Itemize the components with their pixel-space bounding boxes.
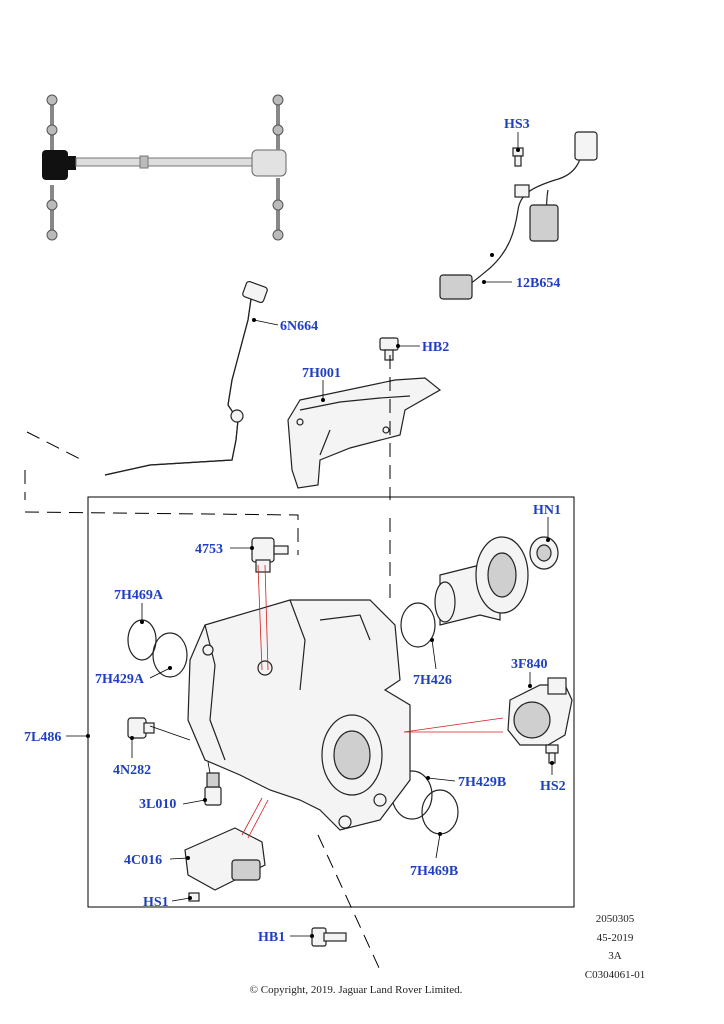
callout-hs2: HS2 bbox=[540, 779, 566, 794]
callout-7h469b: 7H469B bbox=[410, 864, 458, 879]
callout-3l010: 3L010 bbox=[139, 797, 176, 812]
callout-hn1: HN1 bbox=[533, 503, 561, 518]
callout-hs3: HS3 bbox=[504, 117, 530, 132]
callout-4c016: 4C016 bbox=[124, 853, 162, 868]
callout-7h001: 7H001 bbox=[302, 366, 341, 381]
callout-7l486: 7L486 bbox=[24, 730, 61, 745]
guide-line-left-bottom bbox=[24, 511, 299, 555]
meta-code-3: 3A bbox=[608, 950, 622, 962]
callout-hb2: HB2 bbox=[422, 340, 449, 355]
leader-7h426 bbox=[431, 639, 437, 670]
leader-7h429b bbox=[427, 777, 456, 782]
bolt-hb2 bbox=[379, 337, 399, 361]
plug-3l010 bbox=[204, 772, 222, 806]
callout-3f840: 3F840 bbox=[511, 657, 548, 672]
ref-line-4753-a bbox=[257, 564, 263, 671]
plug-4n282 bbox=[127, 717, 155, 739]
module-4c016 bbox=[184, 827, 266, 891]
guide-line-left-top bbox=[26, 431, 83, 461]
bolt-hb1 bbox=[311, 927, 347, 947]
callout-4n282: 4N282 bbox=[113, 763, 151, 778]
leader-3l010-up bbox=[207, 761, 211, 774]
callout-6n664: 6N664 bbox=[280, 319, 318, 334]
screw-hs2 bbox=[545, 744, 559, 764]
leader-7h429a bbox=[149, 667, 171, 679]
meta-code-1: 2050305 bbox=[596, 913, 635, 925]
ref-line-4c016-b bbox=[247, 799, 269, 839]
nut-hn1 bbox=[529, 536, 559, 570]
breather-tube bbox=[104, 280, 268, 476]
ref-line-4c016-a bbox=[241, 797, 263, 836]
callout-7h426: 7H426 bbox=[413, 673, 452, 688]
callout-4753: 4753 bbox=[195, 542, 223, 557]
ref-line-3f840-a bbox=[403, 717, 504, 733]
leader-dots bbox=[86, 148, 554, 938]
wiring-harness bbox=[439, 131, 598, 300]
callout-hb1: HB1 bbox=[258, 930, 285, 945]
leader-3l010 bbox=[182, 799, 206, 805]
assembly-frame bbox=[87, 496, 575, 908]
leader-hs1 bbox=[171, 897, 191, 902]
callout-7h429b: 7H429B bbox=[458, 775, 506, 790]
output-flange bbox=[434, 536, 529, 626]
heat-shield bbox=[287, 377, 442, 489]
callout-hs1: HS1 bbox=[143, 895, 169, 910]
copyright-text: © Copyright, 2019. Jaguar Land Rover Lim… bbox=[250, 984, 463, 996]
seal-7h429a bbox=[152, 632, 188, 678]
callout-7h429a: 7H429A bbox=[95, 672, 145, 687]
leader-4n282-housing bbox=[149, 725, 191, 741]
callout-12b654: 12B654 bbox=[516, 276, 560, 291]
driveline-locator bbox=[42, 94, 287, 241]
meta-code-4: C0304061-01 bbox=[585, 969, 646, 981]
leader-7h469b bbox=[435, 833, 441, 859]
leader-6n664 bbox=[253, 319, 279, 326]
sensor-4753 bbox=[251, 537, 289, 573]
seal-7h469a bbox=[127, 619, 157, 661]
seal-7h426 bbox=[400, 602, 436, 648]
callout-7h469a: 7H469A bbox=[114, 588, 164, 603]
ref-line-4753-b bbox=[264, 564, 269, 671]
actuator-3f840 bbox=[507, 677, 573, 746]
ptu-housing bbox=[187, 599, 411, 831]
seal-7h469b bbox=[421, 789, 459, 835]
meta-code-2: 45-2019 bbox=[597, 932, 634, 944]
leader-4c016 bbox=[169, 857, 189, 860]
guide-line-bottom bbox=[317, 834, 381, 971]
